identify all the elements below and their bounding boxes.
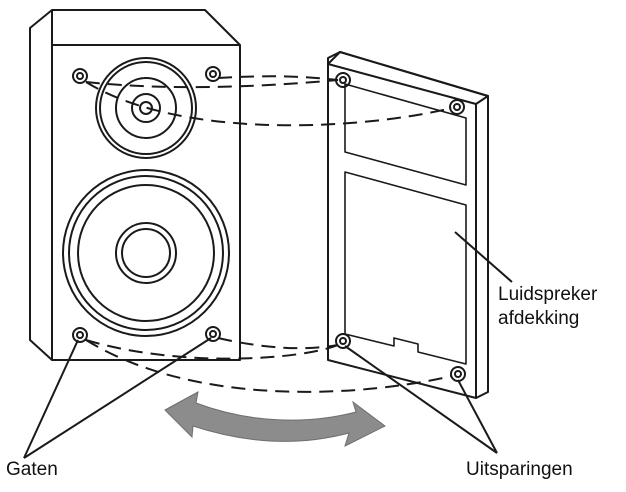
- label-speaker-cover-line2: afdekking: [498, 307, 580, 329]
- leader-recess-right: [457, 379, 498, 454]
- hole-top-left: [72, 68, 88, 84]
- peg-top-right: [449, 99, 465, 115]
- leader-lines: [23, 231, 513, 459]
- speaker-cover: [327, 51, 489, 399]
- leader-holes-left: [23, 339, 79, 459]
- label-holes: Gaten: [6, 459, 58, 480]
- rotation-arrow-icon: [164, 391, 386, 447]
- tweeter: [95, 57, 197, 159]
- hole-top-right: [205, 66, 221, 82]
- label-speaker-cover: Luidspreker afdekking: [498, 283, 597, 331]
- woofer: [62, 169, 230, 337]
- label-speaker-cover-line1: Luidspreker: [498, 284, 598, 305]
- label-recesses: Uitsparingen: [466, 459, 573, 480]
- cabinet-holes: [72, 66, 221, 343]
- leader-cover: [454, 231, 513, 283]
- peg-bottom-left: [335, 333, 351, 349]
- leader-holes-right: [23, 337, 212, 459]
- hole-bottom-right: [205, 326, 221, 342]
- hole-bottom-left: [72, 327, 88, 343]
- alignment-guides: [85, 75, 453, 393]
- leader-recess-left: [344, 345, 498, 454]
